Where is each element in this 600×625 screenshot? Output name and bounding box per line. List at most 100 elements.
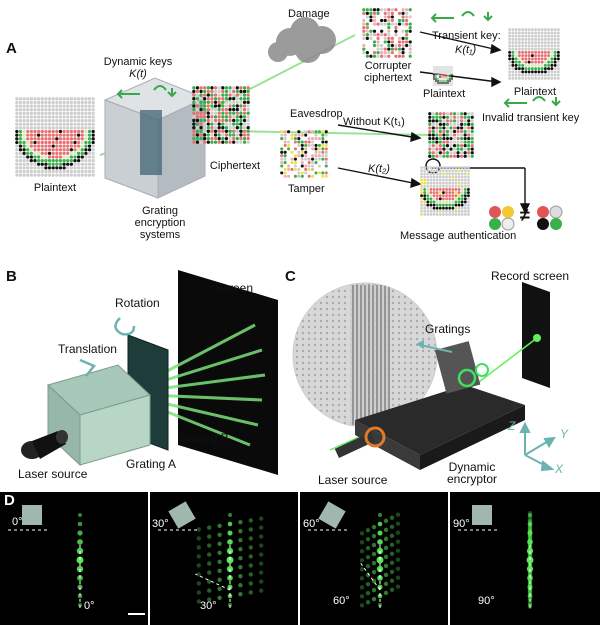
diffraction-spot: [359, 540, 365, 545]
diffraction-spot: [248, 518, 253, 523]
diffraction-spot: [395, 566, 401, 571]
diffraction-spot: [238, 565, 243, 570]
grating-systems-label: Grating encryption systems: [134, 205, 186, 241]
diffraction-spot: [527, 536, 533, 541]
diffraction-spot: [383, 581, 389, 587]
diffraction-spot: [196, 563, 202, 568]
diffraction-spot: [217, 595, 222, 600]
diffraction-spot: [395, 548, 401, 553]
diffraction-spot: [395, 584, 401, 589]
diffraction-spot: [365, 600, 371, 605]
grating-b-label: Grating B: [178, 431, 229, 445]
diffraction-spot: [77, 539, 83, 545]
diffraction-spot: [527, 572, 533, 577]
diffraction-spot: [217, 577, 222, 582]
diffraction-spot: [527, 520, 533, 525]
diffraction-spot: [371, 560, 377, 566]
grating-icon: [472, 505, 492, 525]
axis-x-label: X: [555, 462, 564, 476]
angle-bottom-60: 60°: [333, 595, 350, 607]
diffraction-spot: [217, 586, 222, 591]
damage-cloud-icon: [268, 17, 336, 63]
diffraction-spot: [371, 551, 377, 557]
diffraction-spot: [527, 541, 533, 546]
diffraction-spot: [196, 527, 202, 532]
diffraction-spot: [248, 545, 253, 550]
diffraction-spot: [217, 532, 222, 537]
diffraction-spot: [395, 575, 401, 580]
eavesdrop-label: Eavesdrop: [290, 108, 343, 120]
diffraction-spot: [389, 551, 395, 556]
invalid-key-label: Invalid transient key: [482, 112, 580, 124]
diffraction-spot: [365, 564, 371, 569]
diffraction-spot: [238, 556, 243, 561]
diffraction-spot: [365, 528, 371, 533]
eavesdrop-result-image: [428, 112, 474, 158]
angle-top-90: 90°: [453, 518, 470, 530]
diffraction-spot: [248, 581, 253, 586]
diffraction-spot: [383, 554, 389, 560]
diffraction-spot: [248, 527, 253, 532]
grating-icon: [168, 501, 196, 529]
transient-key-label: Transient key:: [432, 30, 501, 42]
diffraction-spot: [196, 545, 202, 550]
diffraction-spot: [227, 521, 233, 527]
grating-icon: [22, 505, 42, 525]
panel-a-label: A: [6, 40, 17, 57]
laser-source-label-c: Laser source: [318, 473, 388, 487]
diffraction-spot: [527, 529, 533, 534]
diffraction-spot: [228, 513, 232, 517]
diffraction-spot: [359, 585, 365, 590]
diffraction-spot: [383, 545, 389, 551]
kt1-label: K(t₁): [455, 44, 477, 56]
diffraction-spot: [389, 542, 395, 547]
diffraction-spot: [371, 524, 377, 530]
panel-c-label: C: [285, 268, 296, 285]
diffraction-spot: [527, 518, 533, 523]
diffraction-spot: [527, 521, 533, 527]
panel-d-label: D: [4, 492, 15, 509]
diffraction-spot: [238, 547, 243, 552]
diffraction-spot: [365, 591, 371, 596]
diffraction-spot: [227, 530, 233, 536]
diffraction-spot: [196, 590, 202, 595]
diffraction-spot: [207, 561, 212, 566]
diffraction-spot: [359, 558, 365, 563]
angle-top-0: 0°: [12, 516, 23, 528]
plaintext-small-label: Plaintext: [423, 88, 466, 100]
plaintext-small-image: [433, 66, 453, 86]
diffraction-spot: [207, 543, 212, 548]
plaintext-result-image: [508, 28, 560, 80]
angle-top-60: 60°: [303, 518, 320, 530]
diffraction-spot: [528, 513, 532, 517]
diffraction-spot: [196, 536, 202, 541]
angle-bottom-0: 0°: [84, 600, 95, 612]
diffraction-spot: [527, 523, 533, 528]
diffraction-spot: [527, 538, 533, 543]
diffraction-spot: [258, 588, 264, 593]
diffraction-spot: [238, 520, 243, 525]
grating-icon: [318, 501, 346, 529]
diffraction-spot: [527, 547, 533, 552]
ciphertext-label: Ciphertext: [209, 160, 261, 172]
screen-label: Screen: [215, 281, 254, 295]
diffraction-spot: [527, 601, 533, 606]
diffraction-spot: [258, 534, 264, 539]
axes-icon: [519, 421, 556, 472]
diffraction-spot: [258, 543, 264, 548]
diffraction-spot: [258, 561, 264, 566]
corrupter-ciphertext-label: Corrupter ciphertext: [364, 60, 412, 84]
diffraction-spot: [371, 587, 377, 593]
diffraction-spot: [207, 570, 212, 575]
diffraction-spot: [359, 576, 365, 581]
diffraction-spot: [227, 539, 233, 545]
diffraction-spot: [207, 552, 212, 557]
diffraction-spot: [248, 590, 253, 595]
diffraction-spot: [389, 587, 395, 592]
diffraction-spot: [389, 569, 395, 574]
angle-bottom-90: 90°: [478, 595, 495, 607]
diffraction-spot: [196, 581, 202, 586]
diffraction-spot: [377, 530, 383, 536]
